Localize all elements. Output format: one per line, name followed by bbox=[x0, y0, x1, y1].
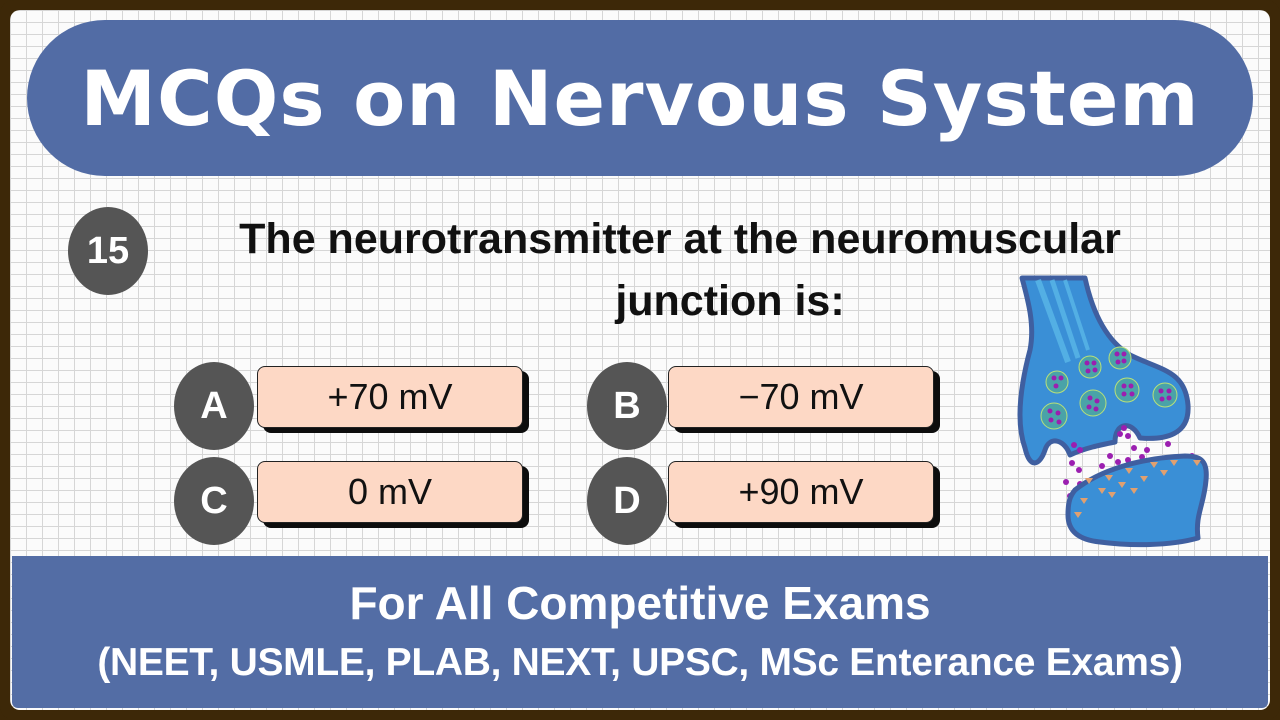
question-line-2: junction is: bbox=[615, 277, 845, 325]
option-d-button[interactable]: +90 mV bbox=[668, 461, 934, 523]
footer-headline: For All Competitive Exams bbox=[349, 577, 931, 629]
option-d-letter: D bbox=[587, 457, 667, 545]
option-a-button[interactable]: +70 mV bbox=[257, 366, 523, 428]
option-c-letter: C bbox=[174, 457, 254, 545]
page-title: MCQs on Nervous System bbox=[80, 53, 1200, 143]
option-a-letter: A bbox=[174, 362, 254, 450]
footer-banner: For All Competitive Exams (NEET, USMLE, … bbox=[12, 556, 1268, 708]
title-banner: MCQs on Nervous System bbox=[27, 20, 1253, 176]
option-b-button[interactable]: −70 mV bbox=[668, 366, 934, 428]
footer-exam-list: (NEET, USMLE, PLAB, NEXT, UPSC, MSc Ente… bbox=[97, 641, 1183, 684]
question-line-1: The neurotransmitter at the neuromuscula… bbox=[239, 215, 1121, 263]
question-text: The neurotransmitter at the neuromuscula… bbox=[160, 208, 1200, 332]
option-c-button[interactable]: 0 mV bbox=[257, 461, 523, 523]
option-b-letter: B bbox=[587, 362, 667, 450]
synapse-illustration-icon bbox=[1017, 275, 1209, 548]
question-number-badge: 15 bbox=[68, 207, 148, 295]
brick-background: MCQs on Nervous System 15 The neurotrans… bbox=[10, 10, 1270, 710]
